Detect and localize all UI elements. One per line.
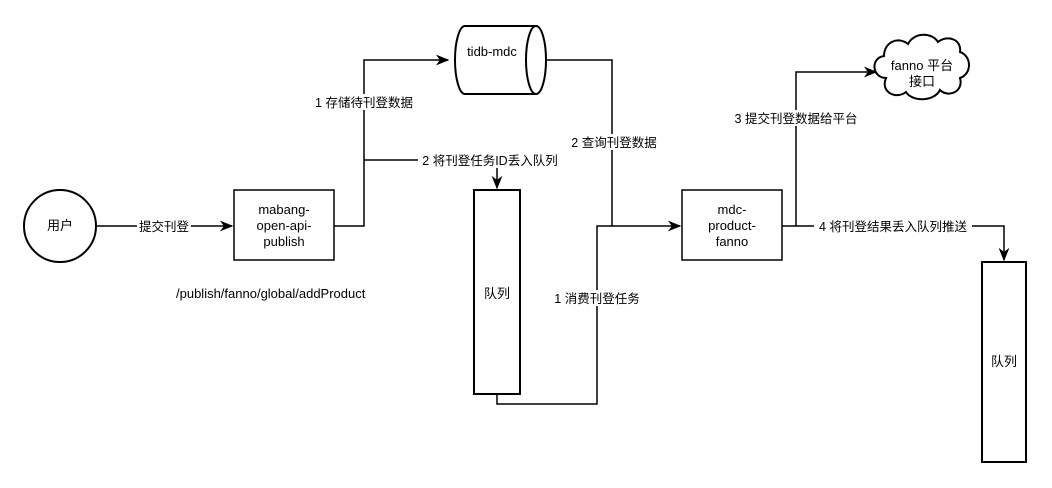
label-enqueue-task-id: 2 将刊登任务ID丢入队列 <box>422 153 557 168</box>
mdc-product-fanno-node[interactable]: mdc- product- fanno <box>681 189 783 261</box>
mdc-label-line3: fanno <box>716 234 749 249</box>
mdc-label-line2: product- <box>708 218 756 233</box>
fanno-platform-cloud-node[interactable]: fanno 平台 接口 <box>873 33 970 101</box>
label-query-data: 2 查询刊登数据 <box>571 135 656 150</box>
mabang-open-api-publish-node[interactable]: mabang- open-api- publish <box>233 189 335 261</box>
label-consume-task: 1 消费刊登任务 <box>554 291 639 306</box>
api-label-line2: open-api- <box>257 218 312 233</box>
cloud-label-line2: 接口 <box>909 74 935 89</box>
db-label: tidb-mdc <box>467 44 517 59</box>
queue-node-2[interactable]: 队列 <box>981 261 1027 463</box>
user-label: 用户 <box>47 218 73 233</box>
endpoint-path: /publish/fanno/global/addProduct <box>176 286 366 301</box>
api-label-line1: mabang- <box>258 202 309 217</box>
edge-store-data <box>334 54 450 227</box>
user-node[interactable]: 用户 <box>23 189 97 263</box>
label-submit-publish: 提交刊登 <box>139 219 190 234</box>
label-push-result: 4 将刊登结果丢入队列推送 <box>819 219 967 234</box>
queue-node-1[interactable]: 队列 <box>473 189 521 395</box>
queue1-label: 队列 <box>484 286 510 301</box>
label-store-data: 1 存储待刊登数据 <box>315 95 413 110</box>
edge-submit-to-platform <box>795 66 878 226</box>
cloud-label-line1: fanno 平台 <box>891 58 953 73</box>
api-label-line3: publish <box>263 234 304 249</box>
edge-consume-task <box>496 225 612 405</box>
queue2-label: 队列 <box>991 354 1017 369</box>
tidb-mdc-database-node[interactable]: tidb-mdc <box>454 25 547 95</box>
label-submit-to-platform: 3 提交刊登数据给平台 <box>735 111 858 126</box>
mdc-label-line1: mdc- <box>718 202 747 217</box>
